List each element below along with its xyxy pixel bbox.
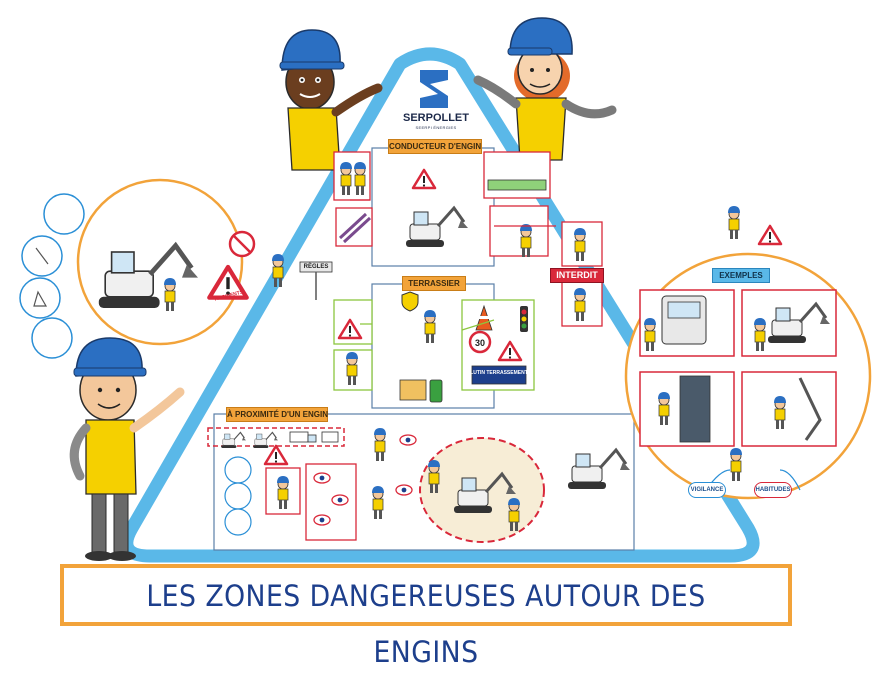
worker-top-left — [279, 29, 383, 171]
vigilance-label: VIGILANCE — [688, 482, 726, 498]
section-terrassier-label: TERRASSIER — [402, 276, 466, 291]
worker-top-right — [473, 17, 617, 161]
truck-icon — [321, 431, 339, 443]
speed-limit-icon — [468, 330, 492, 354]
section-conducteur-label: CONDUCTEUR D'ENGIN — [388, 139, 482, 154]
logo-subtitle: SEERPI ÉNERGIES — [415, 125, 457, 130]
no-entry-icon — [228, 230, 256, 258]
title-banner: LES ZONES DANGEREUSES AUTOUR DES ENGINS — [60, 564, 792, 669]
section-interdit-label: INTERDIT — [550, 268, 604, 283]
lutin-sign-text: LUTIN TERRASSEMENT — [470, 370, 528, 376]
section-proximite-label: À PROXIMITÉ D'UN ENGIN — [226, 407, 328, 422]
truck-icon — [289, 431, 317, 443]
logo-name: SERPOLLET — [402, 112, 469, 124]
habitudes-label: HABITUDES — [754, 482, 792, 498]
shield-icon — [401, 291, 419, 312]
serpollet-logo-icon — [420, 70, 448, 108]
illustration-scene: 30 LUTIN TERRASSEMENT — [19, 17, 872, 563]
section-exemples-label: EXEMPLES — [712, 268, 770, 283]
conducteur-panel — [371, 147, 495, 267]
speed-limit-value: 30 — [475, 338, 485, 348]
worker-left — [69, 337, 185, 561]
traffic-light-icon — [520, 306, 528, 332]
page-title: LES ZONES DANGEREUSES AUTOUR DES ENGINS — [146, 579, 706, 669]
regles-sign: RÈGLES — [303, 264, 329, 270]
